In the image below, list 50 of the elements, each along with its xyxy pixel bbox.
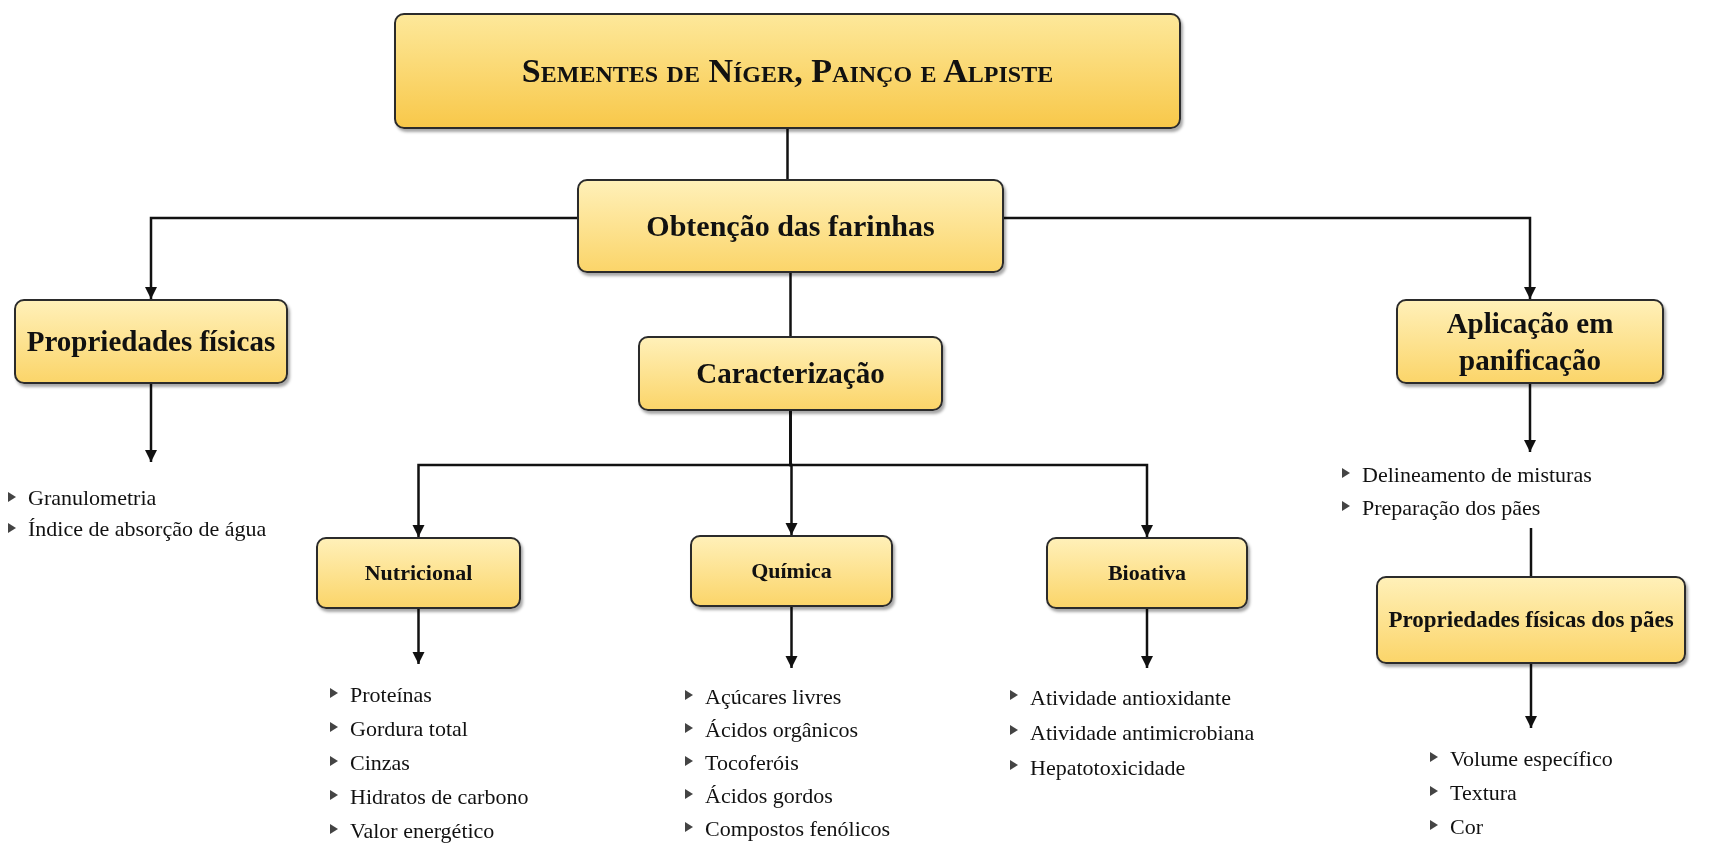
list-item: Índice de absorção de água — [28, 515, 267, 543]
list-item: Hepatotoxicidade — [1030, 754, 1186, 782]
arrow — [144, 384, 158, 462]
arrow — [144, 216, 577, 299]
title-box — [394, 13, 1181, 129]
list-item: Proteínas — [350, 681, 432, 709]
arrow — [1523, 384, 1537, 452]
list-item: Tocoferóis — [705, 749, 799, 777]
box-label: Propriedades físicas dos pães — [1387, 605, 1675, 634]
category-box — [14, 299, 288, 384]
list-item: Preparação dos pães — [1362, 494, 1541, 522]
list-item: Açúcares livres — [705, 683, 842, 711]
connector-line — [789, 273, 792, 336]
list-item: Valor energético — [350, 817, 495, 845]
category-box — [1046, 537, 1248, 609]
list-item: Ácidos gordos — [705, 782, 833, 810]
list-item: Compostos fenólicos — [705, 815, 891, 843]
list-item: Atividade antimicrobiana — [1030, 719, 1255, 747]
list-item: Hidratos de carbono — [350, 783, 529, 811]
arrow — [785, 607, 798, 668]
category-box — [316, 537, 521, 609]
list-item: Ácidos orgânicos — [705, 716, 858, 744]
arrow — [789, 411, 1154, 537]
arrow — [1140, 609, 1154, 668]
connector-line — [786, 129, 789, 179]
connector-line — [1529, 528, 1533, 576]
category-box — [1396, 299, 1664, 384]
box-label: Sementes de Níger, Painço e Alpiste — [520, 50, 1055, 91]
category-box — [638, 336, 943, 411]
box-label: Bioativa — [1106, 559, 1188, 587]
category-box — [690, 535, 893, 607]
list-item: Textura — [1450, 779, 1517, 807]
box-label: Propriedades físicas — [25, 324, 277, 360]
box-label: Obtenção das farinhas — [645, 208, 936, 245]
list-item: Delineamento de misturas — [1362, 461, 1592, 489]
box-label: Química — [750, 557, 833, 585]
box-label: Aplicação em panificação — [1445, 306, 1615, 378]
list-item: Cinzas — [350, 749, 410, 777]
arrow — [412, 609, 425, 664]
arrow — [1524, 664, 1538, 728]
arrow — [1004, 216, 1537, 299]
category-box — [577, 179, 1004, 273]
box-label: Nutricional — [363, 559, 474, 587]
category-box — [1376, 576, 1686, 664]
list-item: Gordura total — [350, 715, 468, 743]
list-item: Atividade antioxidante — [1030, 684, 1231, 712]
list-item: Volume específico — [1450, 745, 1613, 773]
list-item: Cor — [1450, 813, 1483, 841]
list-item: Granulometria — [28, 484, 157, 512]
box-label: Caracterização — [695, 356, 886, 392]
